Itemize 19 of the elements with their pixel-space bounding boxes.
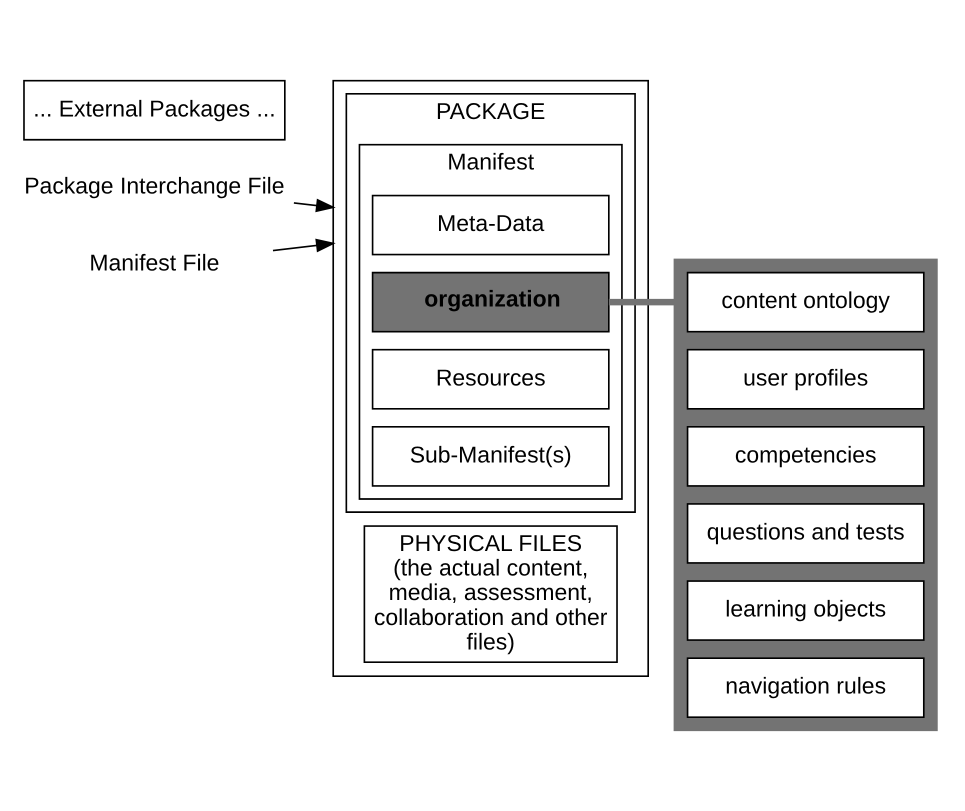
cluster <box>674 258 938 732</box>
node-box: organization <box>372 272 610 332</box>
node-box: user profiles <box>686 348 925 410</box>
node-box: content ontology <box>686 272 925 332</box>
connector <box>608 298 674 306</box>
node-box: learning objects <box>686 580 925 641</box>
node-text: Manifest File <box>89 249 220 276</box>
node-box: competencies <box>686 426 925 487</box>
node-box: Sub-Manifest(s) <box>372 426 610 487</box>
arrow <box>272 238 336 252</box>
node-box: questions and tests <box>686 503 925 564</box>
node-text: Package Interchange File <box>24 172 285 198</box>
node-box: Meta-Data <box>372 194 610 256</box>
node-box: Resources <box>372 348 610 410</box>
node-box: PHYSICAL FILES (the actual content, media, assessment, collaboration and other files) <box>364 525 618 664</box>
cluster <box>332 80 650 677</box>
node-box: navigation rules <box>686 657 925 718</box>
arrow <box>294 198 336 212</box>
node-box: ... External Packages ... <box>23 80 286 141</box>
